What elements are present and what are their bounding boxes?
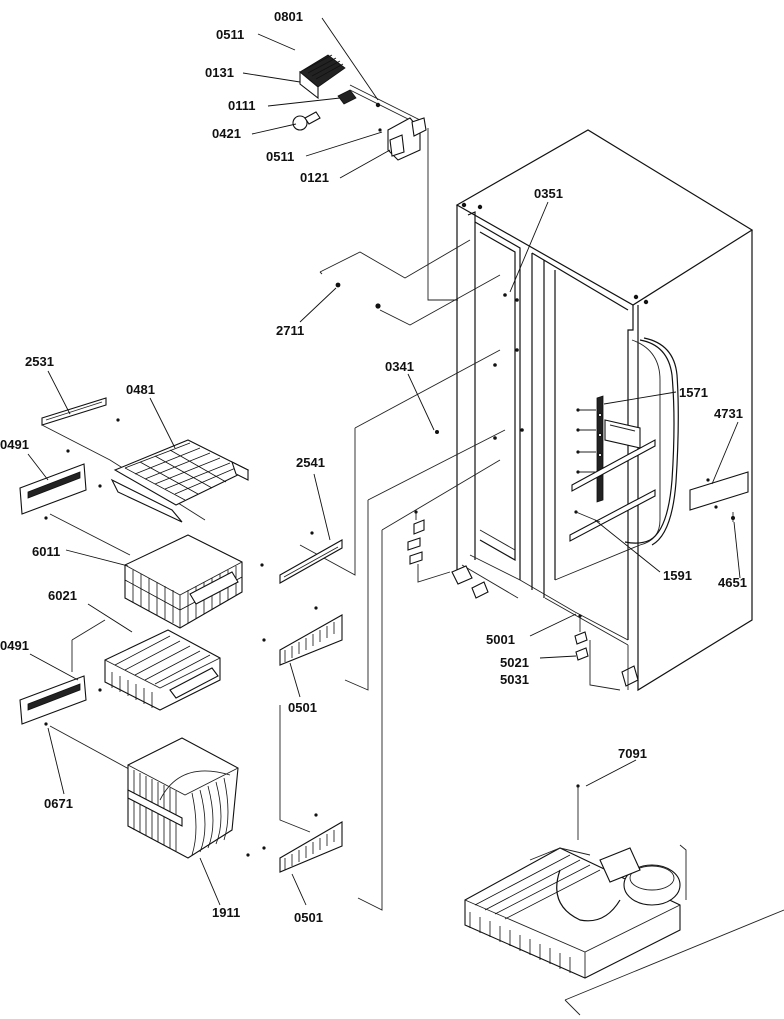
label-0121: 0121 [300,170,329,185]
wire-basket-6011 [124,534,243,629]
refrigerator-cabinet [451,129,754,692]
panel-cover-4731 [689,471,749,522]
hinge-hardware [407,510,589,661]
label-0671: 0671 [44,796,73,811]
label-4731: 4731 [714,406,743,421]
label-0111: 0111 [228,98,256,113]
label-1911: 1911 [212,905,240,920]
compressor-assembly [464,784,784,1016]
bracket-0491-upper [19,463,131,556]
bracket-0491-lower [19,619,141,776]
label-0501-upper: 0501 [288,700,317,715]
label-0491-upper: 0491 [0,437,29,452]
guide-lines [279,239,506,911]
label-1591: 1591 [663,568,692,583]
label-0801: 0801 [274,9,303,24]
label-0481: 0481 [126,382,155,397]
label-2541: 2541 [296,455,325,470]
label-0511-top: 0511 [216,27,244,42]
light-control-assembly [292,54,458,301]
leader-lines [27,17,741,906]
label-5001: 5001 [486,632,515,647]
label-0501-lower: 0501 [294,910,323,925]
label-6021: 6021 [48,588,77,603]
label-7091: 7091 [618,746,647,761]
shelf-clip-0501-upper [262,606,343,666]
label-5021: 5021 [500,655,529,670]
label-0341: 0341 [385,359,414,374]
shelf-clip-0501-lower [262,813,343,873]
label-0511-lower: 0511 [266,149,294,164]
part-labels: 0801 0511 0131 0111 0421 0511 0121 0351 … [0,9,747,925]
wire-shelf-0481 [110,439,250,523]
label-4651: 4651 [718,575,747,590]
label-0351: 0351 [534,186,563,201]
label-2711: 2711 [276,323,304,338]
label-0131: 0131 [205,65,234,80]
label-0421: 0421 [212,126,241,141]
wire-basket-1911 [127,737,250,859]
label-0491-lower: 0491 [0,638,29,653]
label-1571: 1571 [679,385,708,400]
label-2531: 2531 [25,354,54,369]
wire-basket-6021 [104,629,221,711]
label-5031: 5031 [500,672,529,687]
label-6011: 6011 [32,544,60,559]
water-tube [624,337,679,546]
ice-tray-rail-assembly [569,395,656,542]
rail-2541 [260,531,343,584]
